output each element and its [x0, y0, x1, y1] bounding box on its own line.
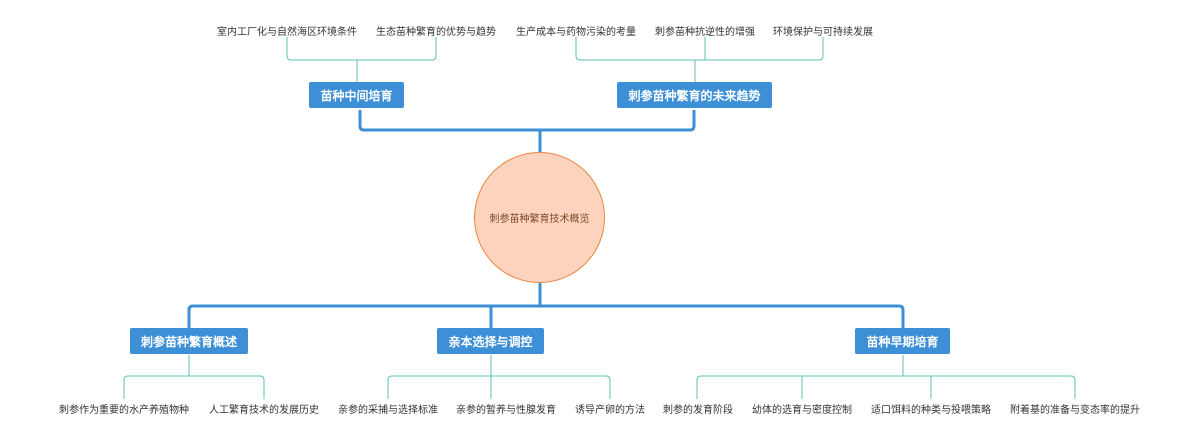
leaf-topic[interactable]: 亲参的采捕与选择标准 — [338, 405, 438, 416]
branch-node-broodstock[interactable]: 亲本选择与调控 — [437, 328, 544, 354]
leaf-link-overview — [123, 355, 265, 399]
leaf-topic[interactable]: 室内工厂化与自然海区环境条件 — [217, 27, 357, 38]
link-top-bus — [358, 110, 696, 132]
leaf-topic[interactable]: 诱导产卵的方法 — [575, 405, 645, 416]
leaf-topic[interactable]: 适口饵料的种类与投喂策略 — [871, 405, 991, 416]
branch-node-nursery[interactable]: 苗种中间培育 — [309, 82, 404, 108]
leaf-topic[interactable]: 生产成本与药物污染的考量 — [516, 27, 636, 38]
central-topic-label: 刺参苗种繁育技术概览 — [489, 214, 590, 225]
leaf-topic[interactable]: 刺参作为重要的水产养殖物种 — [59, 405, 189, 416]
leaf-topic[interactable]: 生态苗种繁育的优势与趋势 — [376, 27, 496, 38]
link-bottom-bus — [187, 304, 905, 328]
leaf-link-early — [696, 355, 1076, 399]
branch-node-overview[interactable]: 刺参苗种繁育概述 — [130, 328, 248, 354]
branch-node-future[interactable]: 刺参苗种繁育的未来趋势 — [617, 82, 772, 108]
leaf-link-nursery — [286, 37, 437, 82]
leaf-topic[interactable]: 附着基的准备与变态率的提升 — [1010, 405, 1140, 416]
branch-label: 苗种早期培育 — [866, 334, 939, 349]
branch-label: 亲本选择与调控 — [448, 334, 533, 349]
branch-label: 刺参苗种繁育的未来趋势 — [628, 88, 761, 103]
branch-node-early[interactable]: 苗种早期培育 — [855, 328, 950, 354]
branch-label: 刺参苗种繁育概述 — [140, 334, 237, 349]
branch-label: 苗种中间培育 — [320, 88, 393, 103]
leaf-topic[interactable]: 刺参苗种抗逆性的增强 — [655, 27, 755, 38]
leaf-topic[interactable]: 幼体的选育与密度控制 — [752, 405, 852, 416]
leaf-link-future — [575, 37, 824, 82]
central-topic[interactable]: 刺参苗种繁育技术概览 — [474, 152, 605, 283]
leaf-topic[interactable]: 环境保护与可持续发展 — [773, 27, 873, 38]
leaf-topic[interactable]: 亲参的暂养与性腺发育 — [456, 405, 556, 416]
leaf-topic[interactable]: 人工繁育技术的发展历史 — [209, 405, 319, 416]
leaf-link-broodstock — [387, 355, 611, 399]
leaf-topic[interactable]: 刺参的发育阶段 — [663, 405, 733, 416]
